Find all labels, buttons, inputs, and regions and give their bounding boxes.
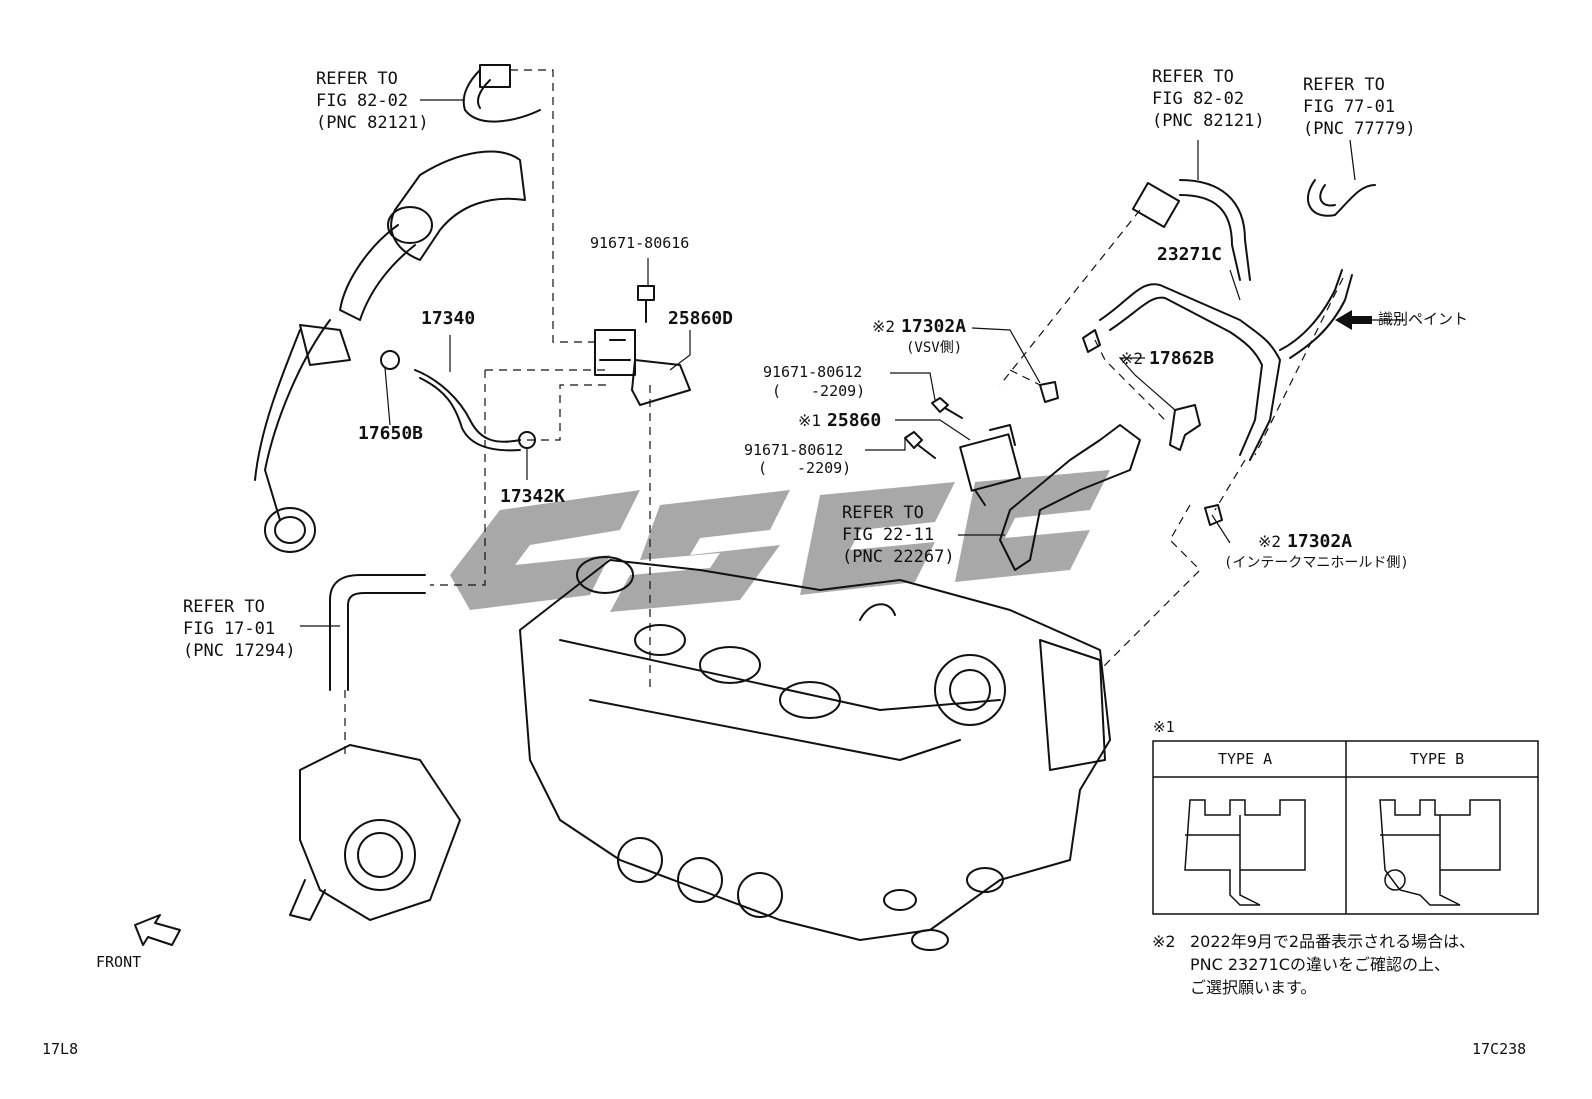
part-17302A-intake-subtitle: (インテークマニホールド側) — [1224, 555, 1409, 571]
air-intake-hose — [254, 150, 526, 553]
legend-type-b: TYPE B — [1410, 750, 1465, 768]
part-91671-80612-lower-range: ( -2209) — [758, 459, 852, 477]
paint-arrow-icon — [1335, 310, 1372, 330]
ref-fig-17-01[interactable]: REFER TO FIG 17-01 (PNC 17294) — [183, 597, 296, 661]
engine-cylinder-head — [519, 556, 1111, 951]
part-17302A-vsv-number: 17302A — [901, 316, 967, 337]
footer-right-code: 17C238 — [1472, 1040, 1527, 1058]
part-17302A-vsv-subtitle: (VSV側) — [906, 340, 963, 356]
note-mark-1: ※1 — [798, 411, 822, 430]
check-valve-17302A-vsv — [1039, 381, 1059, 403]
part-91671-80612-upper-range: ( -2209) — [772, 382, 866, 400]
legend-title: ※1 — [1153, 718, 1175, 736]
part-17302A-intake-number: 17302A — [1287, 531, 1353, 552]
note-mark-2: ※2 — [1120, 349, 1144, 368]
bracket-22267 — [999, 424, 1141, 571]
bolt-91671-80616 — [637, 285, 655, 323]
part-25860-number: 25860 — [827, 410, 882, 431]
bolt-91671-80612-b — [904, 431, 936, 459]
part-17340[interactable]: 17340 — [421, 308, 476, 329]
ref-fig-82-02-left[interactable]: REFER TO FIG 82-02 (PNC 82121) — [316, 69, 429, 133]
part-91671-80612-upper[interactable]: 91671-80612 — [763, 363, 863, 381]
note-mark-2: ※2 — [1258, 532, 1282, 551]
part-17302A-intake[interactable]: ※2 17302A — [1258, 533, 1352, 551]
hose-82121-left — [462, 64, 541, 123]
part-23271C[interactable]: 23271C — [1157, 244, 1223, 265]
leader-lines — [300, 99, 1405, 627]
hose-17340 — [414, 369, 521, 452]
part-17342K[interactable]: 17342K — [500, 486, 566, 507]
part-25860D[interactable]: 25860D — [668, 308, 734, 329]
part-17302A-vsv[interactable]: ※2 17302A — [872, 318, 966, 336]
ref-fig-22-11[interactable]: REFER TO FIG 22-11 (PNC 22267) — [842, 503, 955, 567]
part-17862B[interactable]: ※2 17862B — [1120, 350, 1214, 368]
vsv-25860D — [594, 329, 691, 406]
note-text: 2022年9月で2品番表示される場合は、 PNC 23271Cの違いをご確認の上… — [1190, 932, 1476, 997]
check-valve-17302A-im — [1204, 504, 1223, 526]
front-label: FRONT — [96, 953, 142, 971]
note-mark-2: ※2 — [872, 317, 896, 336]
legend-box — [1152, 740, 1539, 915]
vsv-25860 — [959, 424, 1022, 506]
part-17650B[interactable]: 17650B — [358, 423, 424, 444]
pipe-17294 — [329, 574, 426, 691]
throttle-body-left — [289, 744, 461, 921]
watermark-logo — [450, 470, 1110, 612]
clip-17862B — [1169, 404, 1201, 451]
clamp-17650B — [380, 350, 400, 370]
ref-fig-77-01[interactable]: REFER TO FIG 77-01 (PNC 77779) — [1303, 75, 1416, 139]
hose-23271C — [1099, 179, 1353, 461]
paint-id-label: 識別ペイント — [1378, 310, 1469, 328]
type-a-vsv-drawing — [1184, 799, 1306, 906]
part-91671-80612-lower[interactable]: 91671-80612 — [744, 441, 844, 459]
legend-type-a: TYPE A — [1218, 750, 1273, 768]
type-b-vsv-drawing — [1379, 799, 1501, 906]
part-25860[interactable]: ※1 25860 — [798, 412, 881, 430]
note-mark: ※2 — [1152, 932, 1176, 951]
footer-left-code: 17L8 — [42, 1040, 79, 1058]
front-arrow-icon — [134, 914, 181, 946]
dashed-guides — [344, 69, 1344, 760]
ref-fig-82-02-right[interactable]: REFER TO FIG 82-02 (PNC 82121) — [1152, 67, 1265, 131]
hose-end-small — [1082, 329, 1101, 353]
part-91671-80616[interactable]: 91671-80616 — [590, 234, 690, 252]
part-17862B-number: 17862B — [1149, 348, 1215, 369]
bolt-91671-80612-a — [931, 397, 963, 419]
hose-77779 — [1306, 179, 1376, 217]
